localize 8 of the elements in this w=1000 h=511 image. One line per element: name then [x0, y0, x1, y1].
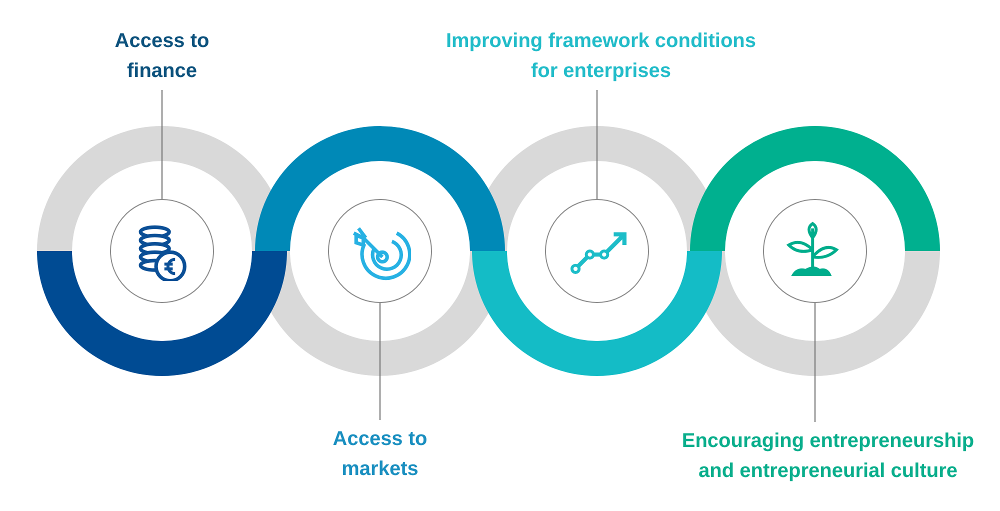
- caption-text: Encouraging entrepreneurship and entrepreneurial culture: [668, 426, 988, 486]
- caption-text: Access to markets: [315, 424, 445, 484]
- leader-line: [596, 90, 598, 199]
- leader-line: [161, 90, 163, 199]
- caption-text: Improving framework conditions for enterprises: [431, 26, 771, 86]
- leader-line: [379, 303, 381, 420]
- caption-text: Access to finance: [97, 26, 227, 86]
- leader-line: [814, 303, 816, 422]
